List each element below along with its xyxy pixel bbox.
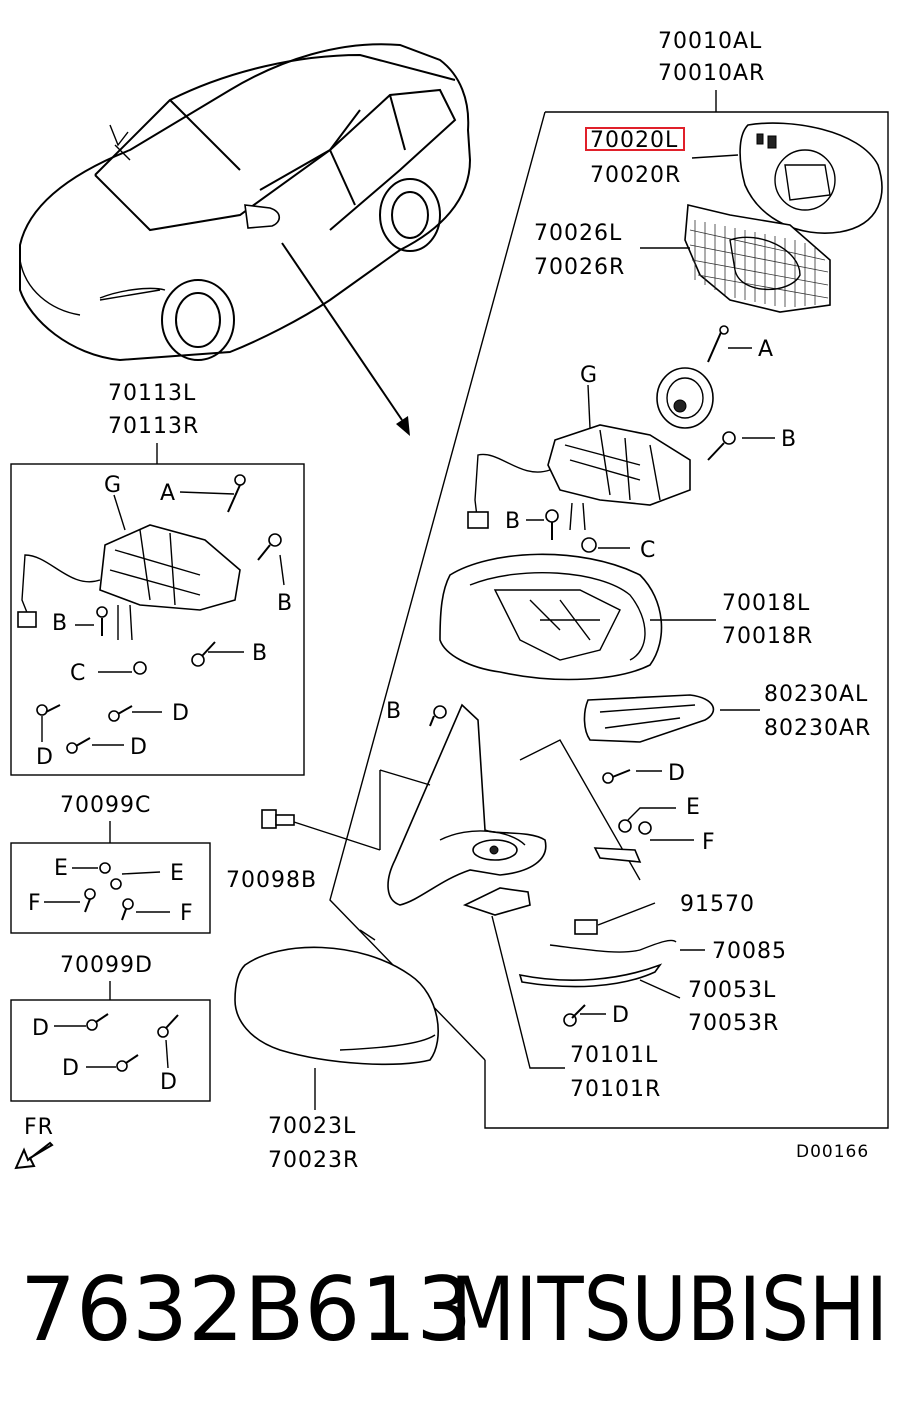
label-70085: 70085 bbox=[712, 939, 787, 964]
screw-set-c-parts bbox=[44, 862, 170, 921]
label-70101r: 70101R bbox=[570, 1077, 661, 1102]
label-70099d: 70099D bbox=[60, 953, 153, 978]
mirror-holder bbox=[684, 204, 831, 313]
vehicle-illustration bbox=[19, 43, 472, 362]
screw-set-c-box bbox=[10, 842, 211, 934]
screw-f bbox=[638, 821, 694, 841]
callout-a: A bbox=[758, 337, 774, 362]
bracket-plate bbox=[593, 847, 642, 863]
turn-signal-lamp bbox=[583, 694, 715, 743]
callout-b-3: B bbox=[386, 699, 402, 724]
mirror-housing bbox=[439, 553, 663, 681]
direction-arrow bbox=[281, 242, 410, 436]
label-70020l: 70020L bbox=[590, 128, 678, 153]
screw-d-lamp bbox=[602, 769, 662, 784]
kit-screw-b-left bbox=[75, 606, 108, 636]
screw-set-d-parts bbox=[54, 1013, 179, 1072]
mirror-cap bbox=[234, 929, 439, 1110]
label-70026l: 70026L bbox=[534, 221, 622, 246]
kit-screw-c bbox=[98, 661, 147, 675]
callout-d-kit-1: D bbox=[172, 701, 190, 726]
callout-b-kit-2: B bbox=[52, 611, 68, 636]
callout-g-main: G bbox=[580, 363, 598, 388]
callout-d-2: D bbox=[612, 1003, 630, 1028]
front-marker: FR bbox=[24, 1115, 54, 1140]
callout-b-1: B bbox=[781, 427, 797, 452]
callout-e-main: E bbox=[686, 795, 701, 820]
mirror-glass bbox=[739, 122, 883, 234]
label-70018l: 70018L bbox=[722, 591, 810, 616]
screw-b-base bbox=[429, 705, 447, 727]
label-70098b: 70098B bbox=[226, 868, 317, 893]
callout-c-main: C bbox=[640, 538, 656, 563]
highlight-box bbox=[585, 127, 685, 151]
drawing-code: D00166 bbox=[796, 1142, 869, 1162]
label-80230al: 80230AL bbox=[764, 682, 868, 707]
kit-screws-d bbox=[36, 704, 162, 754]
screw-c bbox=[569, 502, 630, 553]
kit-screw-b-right bbox=[257, 533, 285, 586]
front-arrow-icon bbox=[14, 1141, 54, 1170]
screw-b-left bbox=[526, 509, 559, 540]
label-70101l: 70101L bbox=[570, 1043, 658, 1068]
bracket-70101 bbox=[462, 887, 565, 1069]
mirror-base bbox=[379, 703, 641, 906]
screw-a bbox=[707, 325, 752, 363]
brand-name: MITSUBISHI bbox=[450, 1258, 888, 1361]
label-70053r: 70053R bbox=[688, 1011, 779, 1036]
callout-f-set-1: F bbox=[28, 891, 42, 916]
motor-kit-box bbox=[10, 463, 305, 776]
callout-d-1: D bbox=[668, 761, 686, 786]
label-70018r: 70018R bbox=[722, 624, 813, 649]
kit-screw-b-mid bbox=[191, 641, 244, 667]
callout-b-kit-3: B bbox=[252, 641, 268, 666]
callout-f-main: F bbox=[702, 830, 716, 855]
label-70099c: 70099C bbox=[60, 793, 151, 818]
callout-a-kit: A bbox=[160, 481, 176, 506]
screw-set-d-box bbox=[10, 999, 211, 1102]
callout-f-set-2: F bbox=[180, 901, 194, 926]
kit-screw-a bbox=[179, 474, 246, 513]
callout-d-kit-2: D bbox=[130, 735, 148, 760]
screw-e bbox=[618, 807, 676, 833]
screw-d-lens bbox=[563, 1004, 606, 1027]
callout-d-kit-3: D bbox=[36, 745, 54, 770]
label-70053l: 70053L bbox=[688, 978, 776, 1003]
callout-b-kit-1: B bbox=[277, 591, 293, 616]
actuator-motor bbox=[467, 367, 714, 529]
bolt-70098b bbox=[261, 809, 381, 851]
label-70113r: 70113R bbox=[108, 414, 199, 439]
label-70113l: 70113L bbox=[108, 381, 196, 406]
label-70023l: 70023L bbox=[268, 1114, 356, 1139]
label-80230ar: 80230AR bbox=[764, 716, 871, 741]
screw-b-motor bbox=[707, 431, 775, 461]
sensor-91570 bbox=[574, 902, 656, 935]
callout-e-set-1: E bbox=[54, 856, 69, 881]
callout-c-kit: C bbox=[70, 661, 86, 686]
label-70026r: 70026R bbox=[534, 255, 625, 280]
motor-kit-actuator bbox=[17, 494, 241, 641]
callout-d-set-2: D bbox=[62, 1056, 80, 1081]
callout-e-set-2: E bbox=[170, 861, 185, 886]
label-70023r: 70023R bbox=[268, 1148, 359, 1173]
part-number: 7632B613 bbox=[20, 1258, 472, 1361]
callout-d-set-1: D bbox=[32, 1016, 50, 1041]
label-70010ar: 70010AR bbox=[658, 61, 765, 86]
callout-d-set-3: D bbox=[160, 1070, 178, 1095]
label-70010al: 70010AL bbox=[658, 29, 762, 54]
cover-strip-70085 bbox=[549, 939, 705, 953]
callout-b-2: B bbox=[505, 509, 521, 534]
lens-70053 bbox=[518, 963, 681, 999]
callout-g-kit: G bbox=[104, 473, 122, 498]
label-91570: 91570 bbox=[680, 892, 755, 917]
label-70020r: 70020R bbox=[590, 163, 681, 188]
